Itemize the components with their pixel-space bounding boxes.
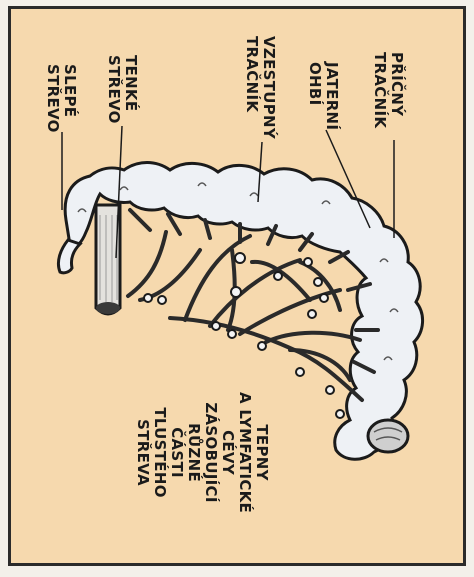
label-line: PŘÍČNÝ (388, 52, 405, 128)
colon-cut-end (368, 420, 408, 452)
cecum-tip (58, 240, 80, 273)
caption-line: TEPNY (253, 392, 270, 513)
label-line: JATERNÍ (323, 62, 340, 130)
label-line: TRAČNÍK (371, 52, 388, 128)
label-line: TRAČNÍK (243, 36, 260, 139)
caption-line: RŮZNÉ (185, 392, 202, 513)
caption-line: CÉVY (219, 392, 236, 513)
label-tenke-strevo: TENKÉ STŘEVO (105, 55, 139, 124)
label-pricny-tracnik: PŘÍČNÝ TRAČNÍK (371, 52, 405, 128)
caption-line: TLUSTÉHO (151, 392, 168, 513)
caption-line: ZÁSOBUJÍCÍ (202, 392, 219, 513)
label-line: VZESTUPNÝ (260, 36, 277, 139)
caption-vessels: TEPNY A LYMFATICKÉ CÉVY ZÁSOBUJÍCÍ RŮZNÉ… (134, 392, 270, 513)
caption-line: ČÁSTI (168, 392, 185, 513)
small-intestine-tube (96, 205, 120, 314)
label-jaterni-ohbi: JATERNÍ OHBÍ (306, 62, 340, 130)
label-line: TENKÉ (122, 55, 139, 124)
label-line: STŘEVO (105, 55, 122, 124)
label-slepe-strevo: SLEPÉ STŘEVO (44, 64, 78, 133)
label-line: OHBÍ (306, 62, 323, 130)
label-vzestupny-tracnik: VZESTUPNÝ TRAČNÍK (243, 36, 277, 139)
label-line: STŘEVO (44, 64, 61, 133)
caption-line: STŘEVA (134, 392, 151, 513)
caption-line: A LYMFATICKÉ (236, 392, 253, 513)
label-line: SLEPÉ (61, 64, 78, 133)
